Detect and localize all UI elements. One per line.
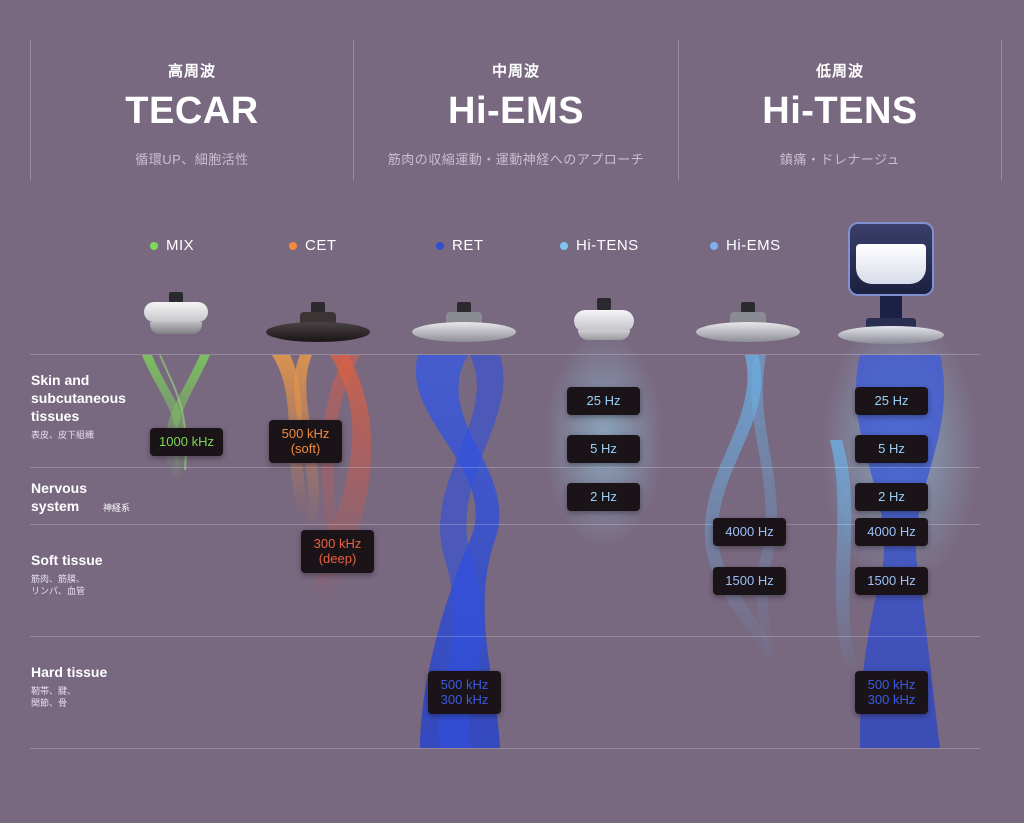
legend-cet: CET bbox=[289, 237, 337, 254]
ret-dot-icon bbox=[436, 241, 444, 250]
row-label-skin-ja: 表皮、皮下組織 bbox=[31, 430, 95, 440]
hiems-dot-icon bbox=[710, 241, 718, 250]
row-label-soft-en: Soft tissue bbox=[31, 552, 103, 568]
hitens-dot-icon bbox=[560, 241, 568, 250]
row-label-soft: Soft tissue 筋肉、筋膜、 リンパ、血管 bbox=[31, 551, 141, 597]
legend-hitens: Hi-TENS bbox=[560, 237, 639, 254]
hiems-4000hz-badge: 4000 Hz bbox=[713, 518, 786, 546]
mix-device-icon bbox=[140, 292, 212, 344]
hitens-category: 低周波 bbox=[815, 63, 864, 80]
hiems-subtitle: 筋肉の収縮運動・運動神経へのアプローチ bbox=[387, 152, 645, 167]
cet-deep-note: (deep) bbox=[318, 551, 357, 566]
legend-mix: MIX bbox=[150, 237, 194, 254]
row-separator bbox=[30, 467, 980, 468]
hitens-25hz-badge: 25 Hz bbox=[567, 387, 640, 415]
cet-soft-freq: 500 kHz bbox=[281, 426, 330, 441]
ret-frequency-badge: 500 kHz 300 kHz bbox=[428, 671, 501, 714]
legend-hiems-label: Hi-EMS bbox=[726, 237, 781, 254]
hitens-title: Hi-TENS bbox=[762, 90, 918, 132]
hitens-5hz-badge: 5 Hz bbox=[567, 435, 640, 463]
row-label-nervous-wrap: Nervous system 神経系 bbox=[31, 479, 151, 517]
cet-soft-badge: 500 kHz (soft) bbox=[269, 420, 342, 463]
ret-device-icon bbox=[412, 302, 516, 344]
tecar-title: TECAR bbox=[125, 90, 259, 132]
header-column-hiems: 中周波 Hi-EMS 筋肉の収縮運動・運動神経へのアプローチ bbox=[353, 40, 678, 180]
ret-freq-1: 500 kHz bbox=[440, 677, 489, 692]
combo-1500hz-badge: 1500 Hz bbox=[855, 567, 928, 595]
row-separator bbox=[30, 354, 980, 355]
header: 高周波 TECAR 循環UP、細胞活性 中周波 Hi-EMS 筋肉の収縮運動・運… bbox=[30, 40, 1002, 180]
row-label-hard-en: Hard tissue bbox=[31, 664, 108, 680]
combo-device-icon bbox=[838, 222, 944, 344]
combo-25hz-badge: 25 Hz bbox=[855, 387, 928, 415]
header-column-hitens: 低周波 Hi-TENS 鎮痛・ドレナージュ bbox=[678, 40, 1002, 180]
mix-dot-icon bbox=[150, 241, 158, 250]
hitens-2hz-badge: 2 Hz bbox=[567, 483, 640, 511]
hitens-device-icon bbox=[572, 298, 636, 344]
legend-cet-label: CET bbox=[305, 237, 337, 254]
hiems-category: 中周波 bbox=[491, 63, 540, 80]
combo-freq-2: 300 kHz bbox=[867, 692, 916, 707]
row-separator bbox=[30, 748, 980, 749]
row-label-soft-ja: 筋肉、筋膜、 リンパ、血管 bbox=[31, 574, 86, 596]
tecar-category: 高周波 bbox=[167, 63, 216, 80]
row-separator bbox=[30, 524, 980, 525]
legend-mix-label: MIX bbox=[166, 237, 195, 254]
hiems-device-icon bbox=[696, 302, 800, 344]
legend-hitens-label: Hi-TENS bbox=[576, 237, 639, 254]
row-label-hard-ja: 靭帯、腱、 関節、骨 bbox=[31, 686, 77, 708]
ret-freq-2: 300 kHz bbox=[440, 692, 489, 707]
row-label-hard: Hard tissue 靭帯、腱、 関節、骨 bbox=[31, 663, 141, 709]
row-separator bbox=[30, 636, 980, 637]
combo-4000hz-badge: 4000 Hz bbox=[855, 518, 928, 546]
row-label-nervous-en: Nervous system bbox=[31, 480, 88, 514]
mix-wave bbox=[142, 354, 210, 480]
combo-khz-badge: 500 kHz 300 kHz bbox=[855, 671, 928, 714]
ret-wave bbox=[415, 355, 504, 748]
row-label-skin-en: Skin and subcutaneous tissues bbox=[31, 372, 126, 424]
mix-frequency-badge: 1000 kHz bbox=[150, 428, 223, 456]
legend-hiems: Hi-EMS bbox=[710, 237, 781, 254]
hiems-1500hz-badge: 1500 Hz bbox=[713, 567, 786, 595]
cet-deep-badge: 300 kHz (deep) bbox=[301, 530, 374, 573]
combo-2hz-badge: 2 Hz bbox=[855, 483, 928, 511]
row-label-skin: Skin and subcutaneous tissues 表皮、皮下組織 bbox=[31, 371, 141, 441]
row-label-nervous-ja: 神経系 bbox=[103, 503, 131, 513]
combo-freq-1: 500 kHz bbox=[867, 677, 916, 692]
legend-ret: RET bbox=[436, 237, 484, 254]
cet-device-icon bbox=[266, 302, 370, 344]
row-label-nervous: Nervous system 神経系 bbox=[31, 479, 151, 517]
cet-soft-note: (soft) bbox=[290, 441, 321, 456]
cet-deep-freq: 300 kHz bbox=[313, 536, 362, 551]
cet-dot-icon bbox=[289, 241, 297, 250]
header-column-tecar: 高周波 TECAR 循環UP、細胞活性 bbox=[30, 40, 353, 180]
legend-ret-label: RET bbox=[452, 237, 484, 254]
hiems-wave bbox=[704, 355, 778, 670]
hitens-subtitle: 鎮痛・ドレナージュ bbox=[779, 152, 901, 167]
tecar-subtitle: 循環UP、細胞活性 bbox=[135, 152, 249, 167]
combo-5hz-badge: 5 Hz bbox=[855, 435, 928, 463]
hiems-title: Hi-EMS bbox=[448, 90, 584, 132]
